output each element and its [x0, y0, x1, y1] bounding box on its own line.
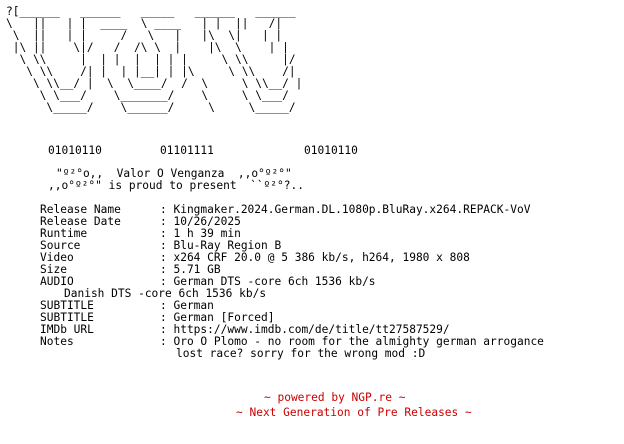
group-name-line: "º²°o,, Valor O Venganza ,,o°º²°" [56, 167, 292, 180]
info-label-notes: Notes [40, 335, 74, 348]
info-label-audio: AUDIO [40, 275, 74, 288]
footer-tagline: ~ Next Generation of Pre Releases ~ [236, 406, 472, 419]
info-value-size: : 5.71 GB [160, 263, 221, 276]
info-value-audio: : German DTS -core 6ch 1536 kb/s [160, 275, 376, 288]
info-value-audio-continuation: Danish DTS -core 6ch 1536 kb/s [64, 287, 267, 300]
info-label-release-date: Release Date [40, 215, 121, 228]
info-value-notes-continuation: lost race? sorry for the wrong mod :D [176, 347, 426, 360]
info-label-subtitle: SUBTITLE [40, 299, 94, 312]
info-label-video: Video [40, 251, 74, 264]
info-value-subtitle-forced: : German [Forced] [160, 311, 275, 324]
info-label-runtime: Runtime [40, 227, 88, 240]
binary-label-v-left: 01010110 [48, 144, 102, 157]
binary-label-o: 01101111 [160, 144, 214, 157]
info-value-imdb-url: : https://www.imdb.com/de/title/tt275875… [160, 323, 450, 336]
binary-label-v-right: 01010110 [304, 144, 358, 157]
info-value-source: : Blu-Ray Region B [160, 239, 282, 252]
vov-ascii-logo: ?[______ ______ _____ ______ ______ \ ||… [6, 5, 303, 114]
info-label-source: Source [40, 239, 81, 252]
info-value-notes: : Oro O Plomo - no room for the almighty… [160, 335, 544, 348]
info-value-release-date: : 10/26/2025 [160, 215, 241, 228]
info-label-subtitle-forced: SUBTITLE [40, 311, 94, 324]
info-value-subtitle: : German [160, 299, 214, 312]
info-label-imdb-url: IMDb URL [40, 323, 94, 336]
presents-line: ,,o°º²°" is proud to present ``º²°?.. [48, 179, 304, 192]
info-value-release-name: : Kingmaker.2024.German.DL.1080p.BluRay.… [160, 203, 531, 216]
info-value-video: : x264 CRF 20.0 @ 5 386 kb/s, h264, 1980… [160, 251, 470, 264]
info-label-release-name: Release Name [40, 203, 121, 216]
footer-powered-by: ~ powered by NGP.re ~ [264, 391, 406, 404]
info-value-runtime: : 1 h 39 min [160, 227, 241, 240]
info-label-size: Size [40, 263, 67, 276]
